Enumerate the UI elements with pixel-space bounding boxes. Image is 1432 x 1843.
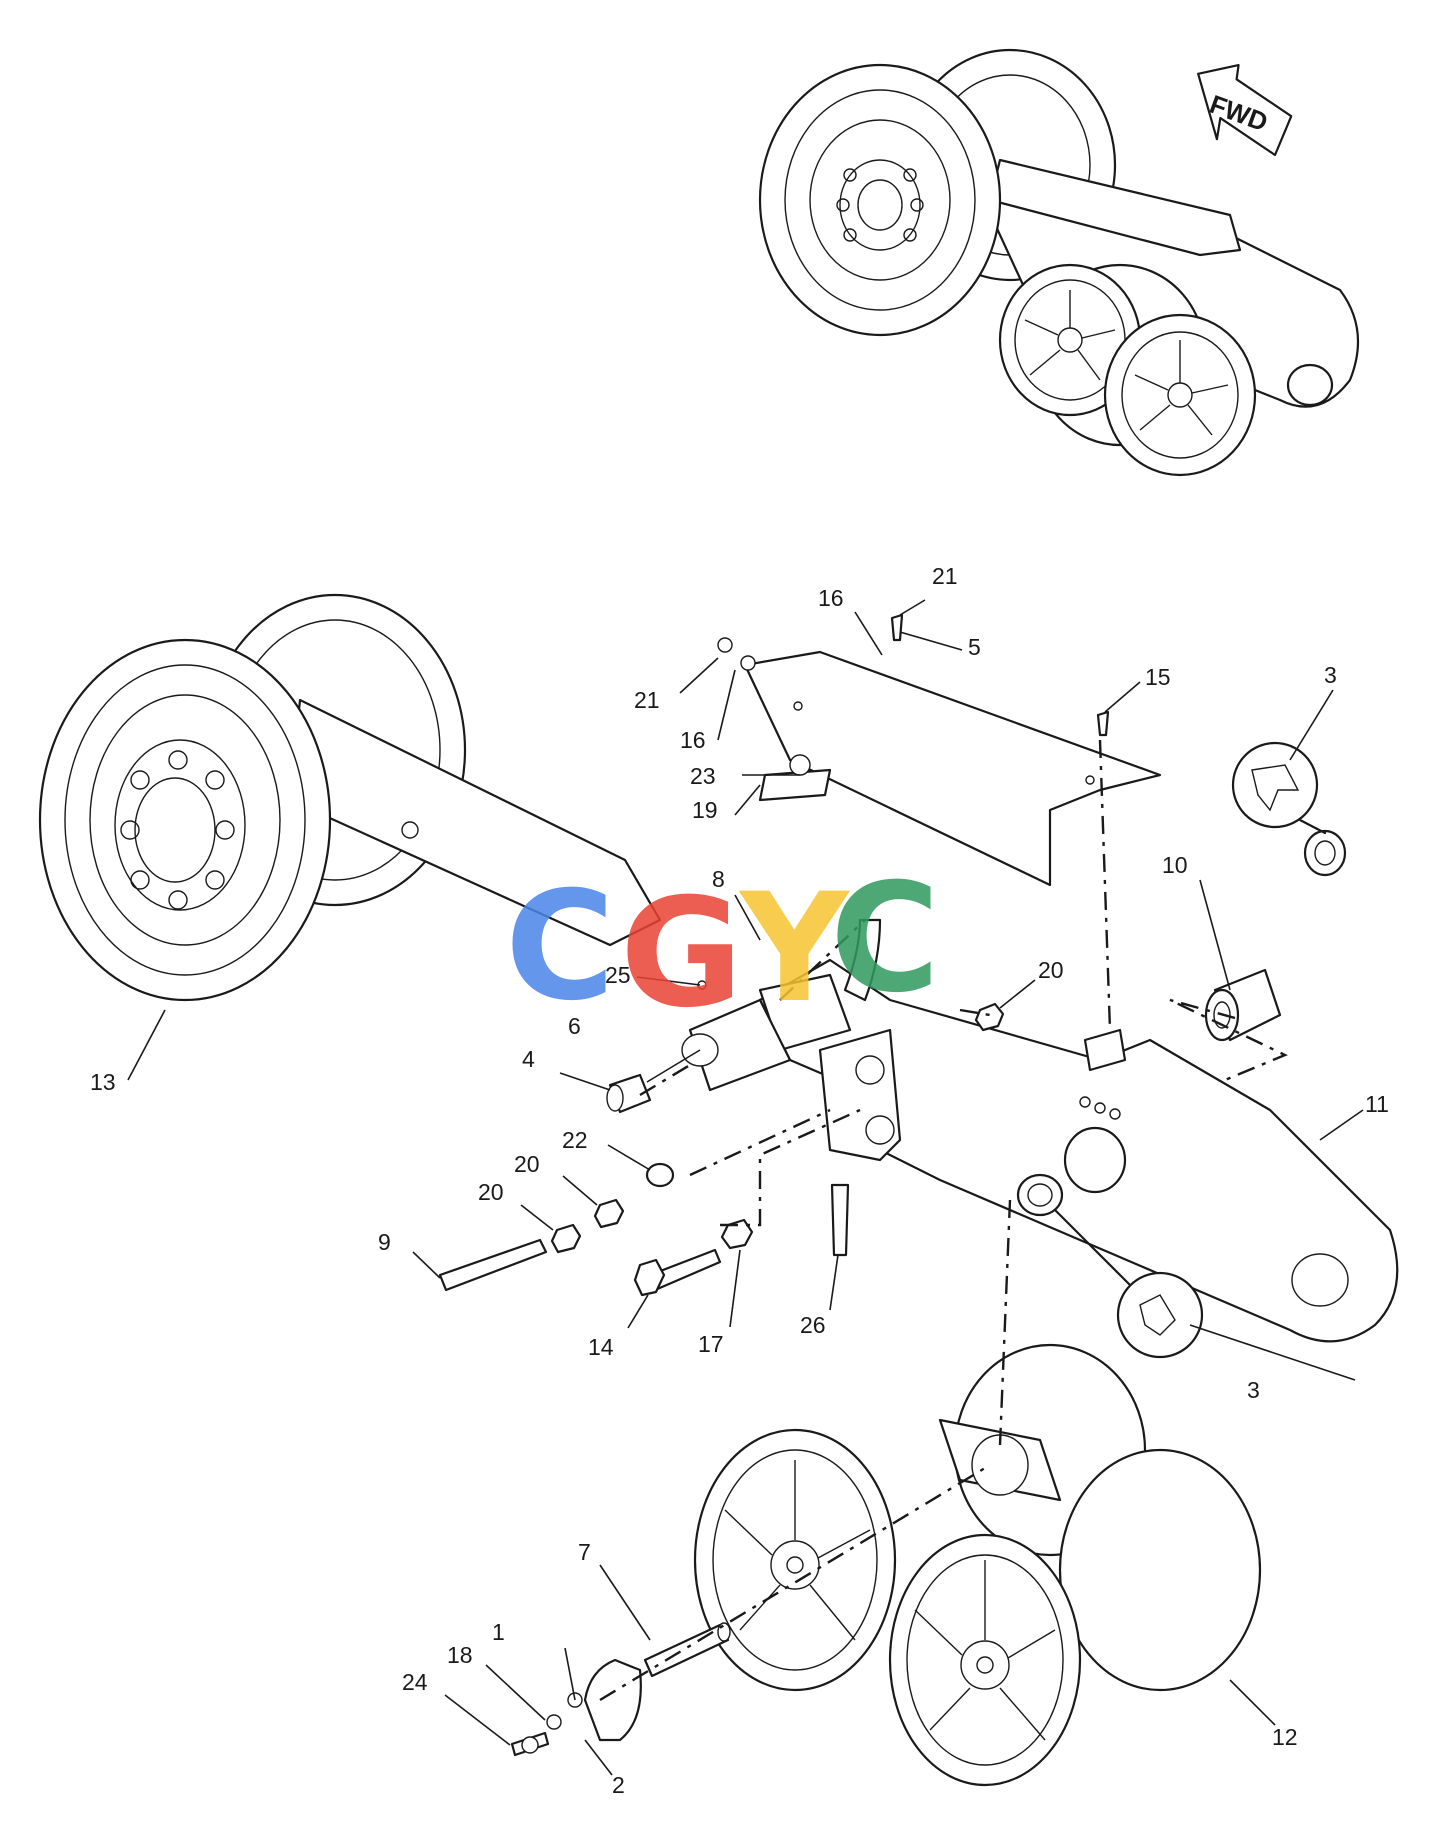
callout-14: 14 bbox=[588, 1334, 614, 1360]
small-hardware-parts bbox=[438, 613, 1110, 1297]
callout-11: 11 bbox=[1365, 1091, 1389, 1117]
callout-25: 25 bbox=[605, 962, 631, 988]
watermark-logo: C G Y C bbox=[505, 852, 940, 1041]
callout-9: 9 bbox=[378, 1229, 391, 1255]
drive-wheel-assembly-13 bbox=[38, 593, 662, 1002]
pin-7-and-retainer bbox=[510, 1622, 731, 1757]
cover-plate-5 bbox=[743, 650, 1162, 887]
callout-19: 19 bbox=[692, 797, 718, 823]
callout-20-right: 20 bbox=[1038, 957, 1064, 983]
callout-7: 7 bbox=[578, 1539, 591, 1565]
seal-3-lower bbox=[1016, 1173, 1204, 1359]
callout-21-upper: 21 bbox=[932, 563, 958, 589]
forward-direction-arrow: FWD bbox=[1197, 64, 1293, 157]
assembled-undercarriage-view bbox=[758, 48, 1360, 477]
callout-10: 10 bbox=[1162, 852, 1188, 878]
callout-18: 18 bbox=[447, 1642, 473, 1668]
callout-21-lower: 21 bbox=[634, 687, 660, 713]
callout-8: 8 bbox=[712, 866, 725, 892]
callout-3-lower: 3 bbox=[1247, 1377, 1260, 1403]
callout-24: 24 bbox=[402, 1669, 428, 1695]
callout-labels: 1 2 3 3 4 5 6 7 8 9 10 11 12 13 14 15 16… bbox=[90, 563, 1389, 1798]
watermark-letter-4: C bbox=[830, 852, 940, 1026]
callout-26: 26 bbox=[800, 1312, 826, 1338]
callout-23: 23 bbox=[690, 763, 716, 789]
callout-leader-lines bbox=[127, 599, 1364, 1776]
callout-13: 13 bbox=[90, 1069, 116, 1095]
callout-22: 22 bbox=[562, 1127, 588, 1153]
watermark-letter-3: Y bbox=[738, 862, 851, 1036]
bogie-roller-assembly-12 bbox=[693, 1343, 1262, 1787]
callout-2: 2 bbox=[612, 1772, 625, 1798]
callout-16-lower: 16 bbox=[680, 727, 706, 753]
callout-16-upper: 16 bbox=[818, 585, 844, 611]
bushing-10 bbox=[1204, 968, 1282, 1042]
callout-1: 1 bbox=[492, 1619, 505, 1645]
callout-15: 15 bbox=[1145, 664, 1171, 690]
callout-20-upper: 20 bbox=[514, 1151, 540, 1177]
assembly-guide-lines bbox=[599, 739, 1288, 1702]
callout-4: 4 bbox=[522, 1046, 535, 1072]
callout-12: 12 bbox=[1272, 1724, 1298, 1750]
callout-5: 5 bbox=[968, 634, 981, 660]
watermark-letter-1: C bbox=[505, 860, 615, 1034]
callout-20-lower: 20 bbox=[478, 1179, 504, 1205]
callout-6: 6 bbox=[568, 1013, 581, 1039]
equalizer-arm-11 bbox=[758, 918, 1399, 1343]
seal-3-upper bbox=[1231, 741, 1347, 877]
callout-17: 17 bbox=[698, 1331, 724, 1357]
callout-3-upper: 3 bbox=[1324, 662, 1337, 688]
watermark-letter-2: G bbox=[620, 867, 743, 1041]
